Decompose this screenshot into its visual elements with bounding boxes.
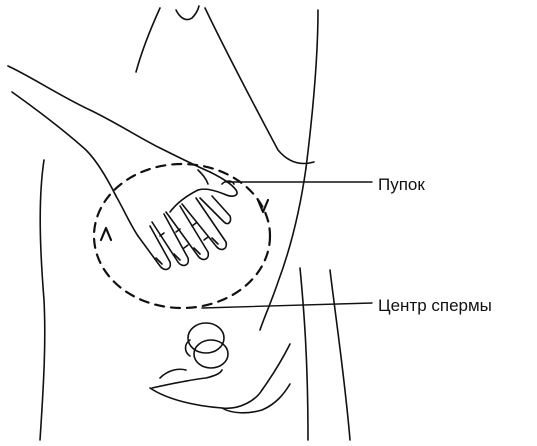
circular-motion-path xyxy=(94,164,270,308)
arrow-up-icon xyxy=(101,228,111,240)
testes xyxy=(186,323,229,368)
hand xyxy=(116,170,231,269)
sperm-center-leader-line xyxy=(202,303,372,308)
navel-label: Пупок xyxy=(378,176,425,193)
sperm-center-label: Центр спермы xyxy=(378,297,492,314)
cupping-hand xyxy=(150,344,290,413)
